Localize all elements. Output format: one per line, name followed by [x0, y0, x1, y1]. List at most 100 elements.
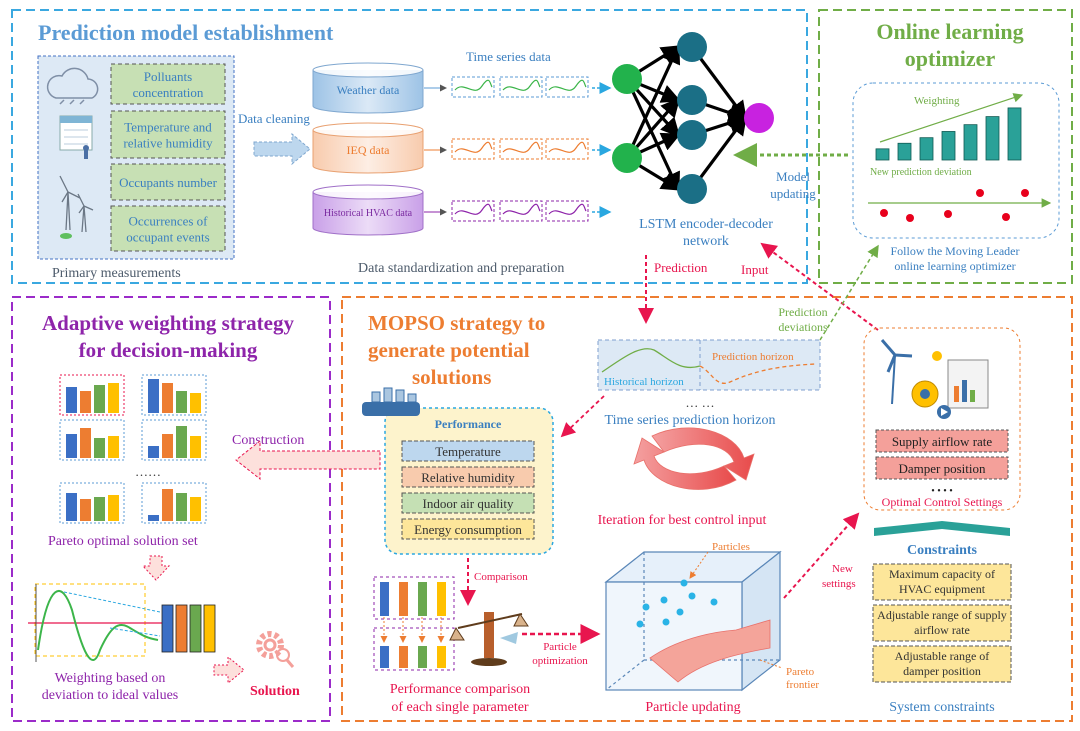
gear-search-icon — [256, 631, 295, 668]
pareto-solution-bar — [94, 385, 105, 413]
constraint-label: HVAC equipment — [899, 582, 986, 596]
series-segment — [545, 138, 589, 160]
solution-label: Solution — [250, 684, 300, 699]
mopso-section-border — [341, 296, 1073, 722]
cylinder-label: Weather data — [337, 83, 400, 97]
constraint-label: airflow rate — [914, 623, 970, 637]
constraint-box — [872, 645, 1012, 683]
cylinder-top — [312, 122, 424, 138]
pareto-solution-bar — [108, 436, 119, 458]
measurement-label: occupant events — [126, 230, 209, 245]
prediction-horizon-label: Prediction horizon — [712, 351, 794, 363]
performance-item — [401, 440, 535, 462]
control-setting-box — [875, 456, 1009, 480]
performance-item-label: Temperature — [435, 444, 501, 459]
cloud-icon — [46, 67, 99, 105]
series-curve — [454, 203, 493, 215]
pareto-solution-bar — [66, 493, 77, 521]
network-caption-line1: LSTM encoder-decoder — [639, 217, 773, 232]
mopso-title-line3: solutions — [412, 365, 491, 389]
weighting-trend-arrow — [879, 93, 1024, 143]
data-cylinder — [312, 70, 424, 114]
pareto-solution-bar — [162, 434, 173, 458]
measurement-label: Occupants number — [119, 175, 218, 190]
pareto-solution-bar — [176, 426, 187, 458]
data-cleaning-arrow — [253, 132, 311, 166]
weighting-label: Weighting — [914, 95, 960, 107]
particle — [676, 608, 684, 616]
input-node — [612, 64, 642, 94]
hidden-node — [677, 85, 707, 115]
prediction-section-border — [11, 9, 808, 284]
data-cylinder — [312, 130, 424, 174]
particle-updating-caption: Particle updating — [645, 700, 740, 715]
pareto-solution-bar — [66, 387, 77, 413]
pareto-solution-chart — [59, 419, 125, 461]
measurement-box — [110, 110, 226, 159]
measurement-label: concentration — [133, 85, 204, 100]
horizon-to-performance-arrow — [560, 395, 605, 438]
hidden-node — [677, 174, 707, 204]
network-edge — [625, 44, 681, 159]
comparison-bar-bottom — [380, 646, 389, 668]
balance-scale-icon — [449, 612, 529, 666]
control-setting-label: Supply airflow rate — [892, 434, 993, 449]
pareto-solution-chart — [141, 419, 207, 461]
deviation-point — [1002, 213, 1010, 221]
pareto-solution-bar — [108, 495, 119, 521]
series-segment — [499, 76, 543, 98]
new-settings-arrow — [783, 512, 860, 599]
pareto-solution-bar — [66, 434, 77, 458]
deviation-point — [944, 210, 952, 218]
pareto-solution-chart — [59, 374, 125, 416]
control-setting-label: Damper position — [898, 461, 986, 476]
series-segment — [545, 200, 589, 222]
particles-label: Particles — [712, 541, 750, 553]
input-label: Input — [741, 262, 769, 277]
prediction-deviations-line2: deviations — [778, 320, 828, 334]
series-curve — [454, 141, 493, 153]
online-caption-line1: Follow the Moving Leader — [891, 244, 1020, 258]
online-chart-panel — [852, 82, 1060, 239]
prediction-title: Prediction model establishment — [38, 20, 334, 45]
control-settings-panel — [863, 327, 1021, 511]
pareto-solution-bar — [94, 438, 105, 458]
weighting-bar — [1007, 107, 1022, 161]
pareto-solution-bar — [108, 383, 119, 413]
pareto-solution-chart — [59, 482, 125, 524]
control-setting-box — [875, 429, 1009, 453]
series-segment — [451, 76, 495, 98]
particle — [642, 603, 650, 611]
pareto-solution-bar — [94, 497, 105, 521]
new-settings-line2: settings — [822, 578, 856, 590]
pareto-solution-bar — [80, 499, 91, 521]
prediction-deviations-line1: Prediction — [778, 305, 827, 319]
pareto-solution-bar — [162, 383, 173, 413]
cylinder-top — [312, 62, 424, 78]
measurement-label: Occurrences of — [128, 214, 208, 229]
curve-link-2 — [109, 627, 161, 637]
series-segment — [499, 200, 543, 222]
performance-title: Performance — [435, 417, 502, 431]
cylinder-top — [312, 184, 424, 200]
constraint-label: Maximum capacity of — [889, 567, 995, 581]
horizon-caption: Time series prediction horizon — [605, 413, 776, 428]
performance-icon — [362, 387, 420, 416]
deviation-point — [1021, 189, 1029, 197]
comparison-bar-bottom — [437, 646, 446, 668]
online-section-border — [818, 9, 1073, 284]
weighting-bar — [985, 116, 1000, 161]
data-cleaning-label: Data cleaning — [238, 111, 310, 126]
pareto-solution-chart — [141, 374, 207, 416]
comparison-label: Comparison — [474, 571, 528, 583]
adaptive-title-line2: for decision-making — [79, 338, 258, 362]
iteration-caption: Iteration for best control input — [598, 513, 767, 528]
performance-item — [401, 466, 535, 488]
pareto-solution-chart — [141, 482, 207, 524]
weighted-bars — [161, 604, 216, 653]
comparison-bar-top — [399, 582, 408, 616]
online-caption-line2: online learning optimizer — [894, 259, 1015, 273]
particle — [660, 596, 668, 604]
constraints-chevron — [874, 521, 1010, 536]
